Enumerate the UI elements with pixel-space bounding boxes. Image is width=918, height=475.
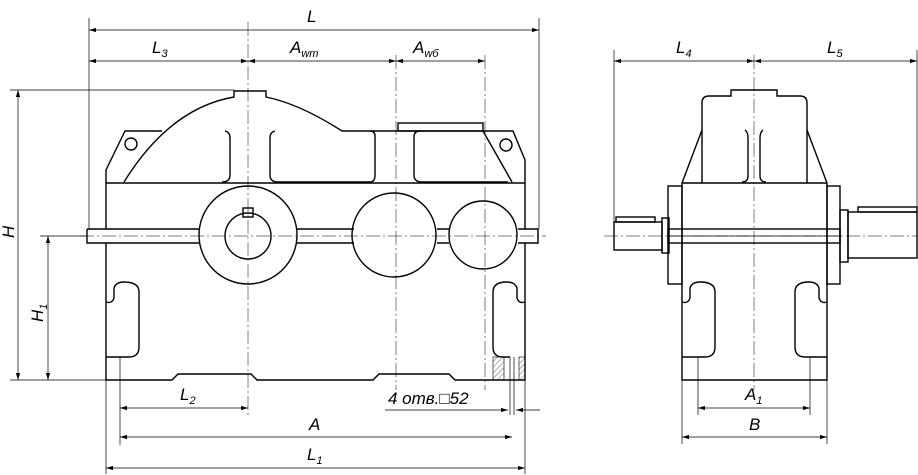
dim-A: A — [308, 415, 320, 434]
dim-H: H — [0, 225, 18, 238]
dim-L5: L5 — [827, 38, 843, 60]
dim-A1: A1 — [744, 385, 762, 407]
dim-Awt: Awт — [289, 38, 318, 60]
dim-L: L — [307, 7, 316, 26]
dim-L3: L3 — [152, 38, 168, 60]
side-view — [613, 89, 918, 381]
dim-L4: L4 — [676, 38, 692, 60]
dimension-lines — [10, 18, 918, 474]
dim-L2: L2 — [180, 385, 196, 407]
dim-Awb: Awб — [412, 38, 439, 60]
holes-note: 4 отв.□52 — [388, 389, 469, 408]
front-view — [86, 90, 539, 415]
dim-B: B — [749, 415, 760, 434]
dim-L1: L1 — [307, 445, 323, 467]
dim-H1: H1 — [28, 304, 50, 322]
